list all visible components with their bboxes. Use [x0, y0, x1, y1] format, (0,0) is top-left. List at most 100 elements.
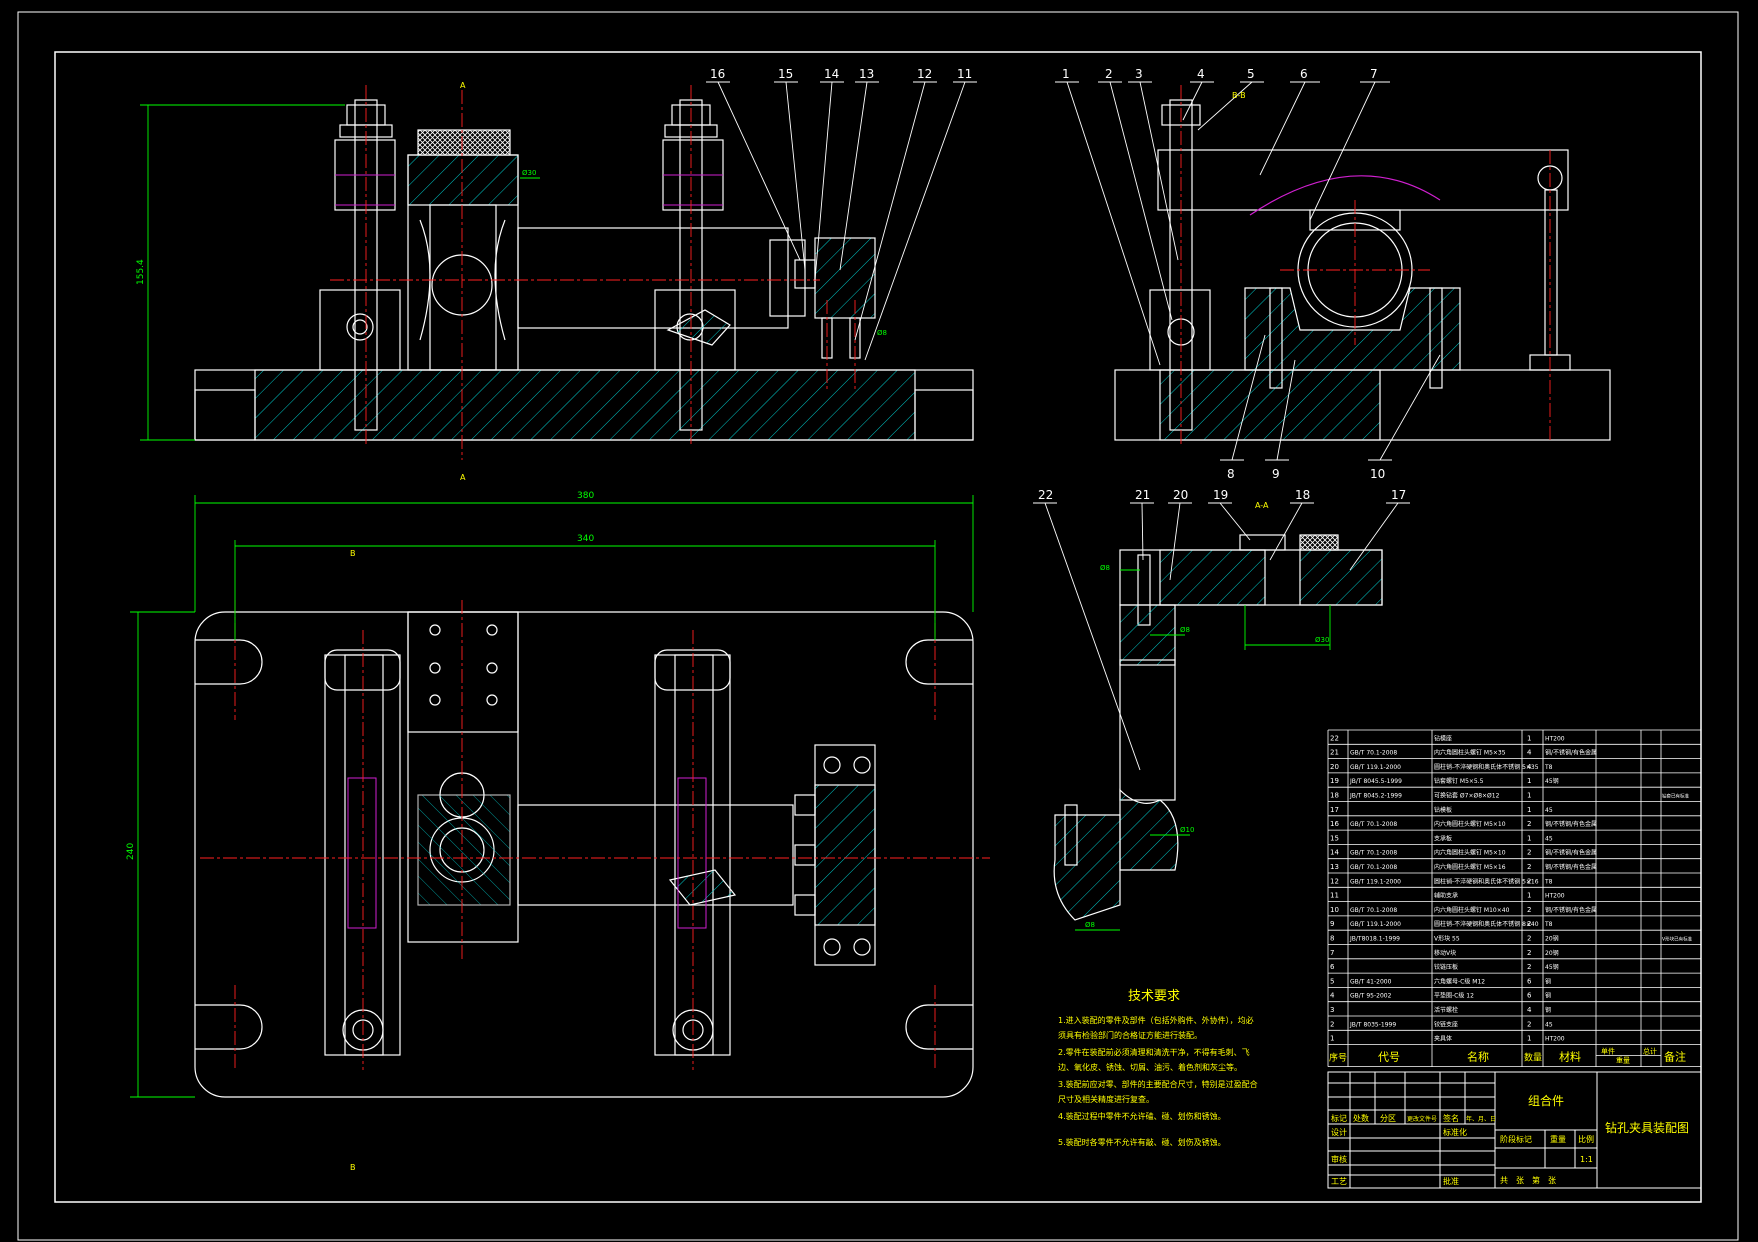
table-header: 重量: [1616, 1057, 1630, 1065]
title-block-text: 组合件 钻孔夹具装配图 标记 处数 分区 更改文件号 签名 年、月、日 设计 标…: [1331, 1093, 1689, 1186]
notes-line: 2.零件在装配前必须清理和清洗干净，不得有毛刺、飞: [1058, 1047, 1250, 1057]
table-cell: JB/T 8035-1999: [1349, 1021, 1396, 1028]
table-header: 代号: [1378, 1051, 1400, 1064]
sheet-frame: [17, 11, 1739, 1241]
table-cell: 1: [1527, 834, 1531, 842]
table-row: 9: [1330, 920, 1334, 928]
table-cell: 2: [1527, 935, 1531, 943]
table-cell: 支承板: [1434, 834, 1452, 842]
table-cell: 内六角圆柱头螺钉 M10×40: [1434, 906, 1510, 914]
notes-line: 4.装配过程中零件不允许磕、碰、划伤和锈蚀。: [1058, 1111, 1226, 1121]
table-cell: 1: [1527, 892, 1531, 900]
table-cell: 钢: [1545, 1006, 1551, 1014]
table-cell: JB/T 8045.5-1999: [1349, 778, 1402, 785]
table-cell: 1: [1527, 1035, 1531, 1043]
table-cell: 1: [1527, 792, 1531, 800]
revision-sign: 签名: [1443, 1113, 1459, 1123]
table-row: 8: [1330, 935, 1334, 943]
table-cell: GB/T 70.1-2008: [1350, 864, 1397, 871]
table-row: 11: [1330, 892, 1339, 900]
table-row: 6: [1330, 963, 1335, 971]
balloon-19: 19: [1213, 488, 1228, 502]
table-cell: HT200: [1545, 1036, 1565, 1043]
balloon-7: 7: [1370, 67, 1378, 81]
table-cell: 可换钻套 Ø7×Ø8×Ø12: [1434, 792, 1500, 800]
table-cell: 1: [1527, 806, 1531, 814]
technical-notes: 技术要求 1.进入装配的零件及部件（包括外购件、外协件），均必 须具有检验部门的…: [1058, 989, 1258, 1147]
dim-height: 155.4: [136, 259, 146, 285]
table-cell: 45钢: [1545, 963, 1559, 971]
table-cell: 2: [1527, 949, 1531, 957]
detail-view-title: A-A: [1255, 501, 1269, 510]
table-header: 序号: [1329, 1052, 1347, 1064]
table-cell: 2: [1527, 1020, 1531, 1028]
table-cell: JB/T 8045.2-1999: [1349, 793, 1402, 800]
table-row: 2: [1330, 1020, 1334, 1028]
balloon-14: 14: [824, 67, 839, 81]
table-cell: HT200: [1545, 893, 1565, 900]
table-row: 4: [1330, 992, 1335, 1000]
balloon-20: 20: [1173, 488, 1188, 502]
revision-mark: 标记: [1331, 1113, 1347, 1123]
revision-date: 年、月、日: [1466, 1115, 1496, 1123]
sheets-label: 共 张 第 张: [1500, 1175, 1556, 1185]
notes-heading: 技术要求: [1128, 989, 1180, 1004]
balloon-16: 16: [710, 67, 725, 81]
balloon-22: 22: [1038, 488, 1053, 502]
table-header: 备注: [1664, 1050, 1686, 1064]
table-cell: 45钢: [1545, 777, 1559, 785]
table-cell: GB/T 70.1-2008: [1350, 907, 1397, 914]
dim-fit-6: Ø10: [1180, 826, 1194, 834]
table-cell: GB/T 41-2000: [1350, 978, 1392, 985]
table-cell: 内六角圆柱头螺钉 M5×10: [1434, 820, 1506, 828]
notes-line: 1.进入装配的零件及部件（包括外购件、外协件），均必: [1058, 1015, 1254, 1025]
front-view: [140, 85, 974, 460]
top-view: [130, 495, 990, 1098]
balloon-9: 9: [1272, 467, 1280, 481]
table-row: 10: [1330, 906, 1339, 914]
dim-plate-depth: 240: [126, 843, 136, 860]
table-row: 15: [1330, 834, 1339, 842]
table-row: 20: [1330, 763, 1339, 771]
dimension-texts: 155.4 380 340 240 Ø30 Ø8 Ø30 Ø8 Ø8 Ø10 Ø…: [126, 169, 1329, 929]
revision-count: 处数: [1353, 1113, 1369, 1123]
table-row: 21: [1330, 749, 1339, 757]
title-block: [1327, 1071, 1702, 1189]
table-cell: 钻模板: [1434, 806, 1452, 814]
table-cell: 2: [1527, 963, 1531, 971]
table-row: 16: [1330, 820, 1339, 828]
dim-fit-2: Ø8: [877, 329, 887, 337]
dim-fit-7: Ø8: [1085, 921, 1095, 929]
dim-fit-3: Ø30: [1315, 636, 1329, 644]
balloon-5: 5: [1247, 67, 1255, 81]
table-cell: T8: [1544, 878, 1553, 885]
table-cell: 2: [1527, 920, 1531, 928]
table-cell: 20钢: [1545, 949, 1559, 957]
table-cell: GB/T 119.1-2000: [1350, 921, 1401, 928]
table-cell: 2: [1527, 849, 1531, 857]
table-cell: T8: [1544, 764, 1553, 771]
table-cell: GB/T 70.1-2008: [1350, 821, 1397, 828]
table-cell: GB/T 70.1-2008: [1350, 850, 1397, 857]
standard-label: 标准化: [1443, 1127, 1467, 1137]
table-cell: 夹具体: [1434, 1035, 1452, 1043]
table-cell: 6: [1527, 977, 1532, 985]
table-row: 1: [1330, 1035, 1334, 1043]
table-header: 单件: [1601, 1047, 1615, 1056]
table-cell: V形块 55: [1434, 935, 1460, 943]
table-row: 5: [1330, 977, 1334, 985]
table-cell: T8: [1544, 921, 1553, 928]
table-cell: 六角螺母-C级 M12: [1434, 977, 1485, 985]
table-cell: 钻模座: [1434, 734, 1452, 742]
table-cell: 钢/不锈钢/有色金属: [1545, 906, 1597, 914]
balloon-17: 17: [1391, 488, 1406, 502]
table-cell: V形块已有标准: [1662, 936, 1693, 943]
dim-fit-1: Ø30: [522, 169, 536, 177]
table-cell: 钻套螺钉 M5×5.5: [1434, 777, 1484, 785]
table-row: 19: [1330, 777, 1339, 785]
table-cell: 钻套已有标准: [1662, 793, 1689, 800]
table-cell: 4: [1527, 749, 1532, 757]
table-cell: GB/T 119.1-2000: [1350, 764, 1401, 771]
